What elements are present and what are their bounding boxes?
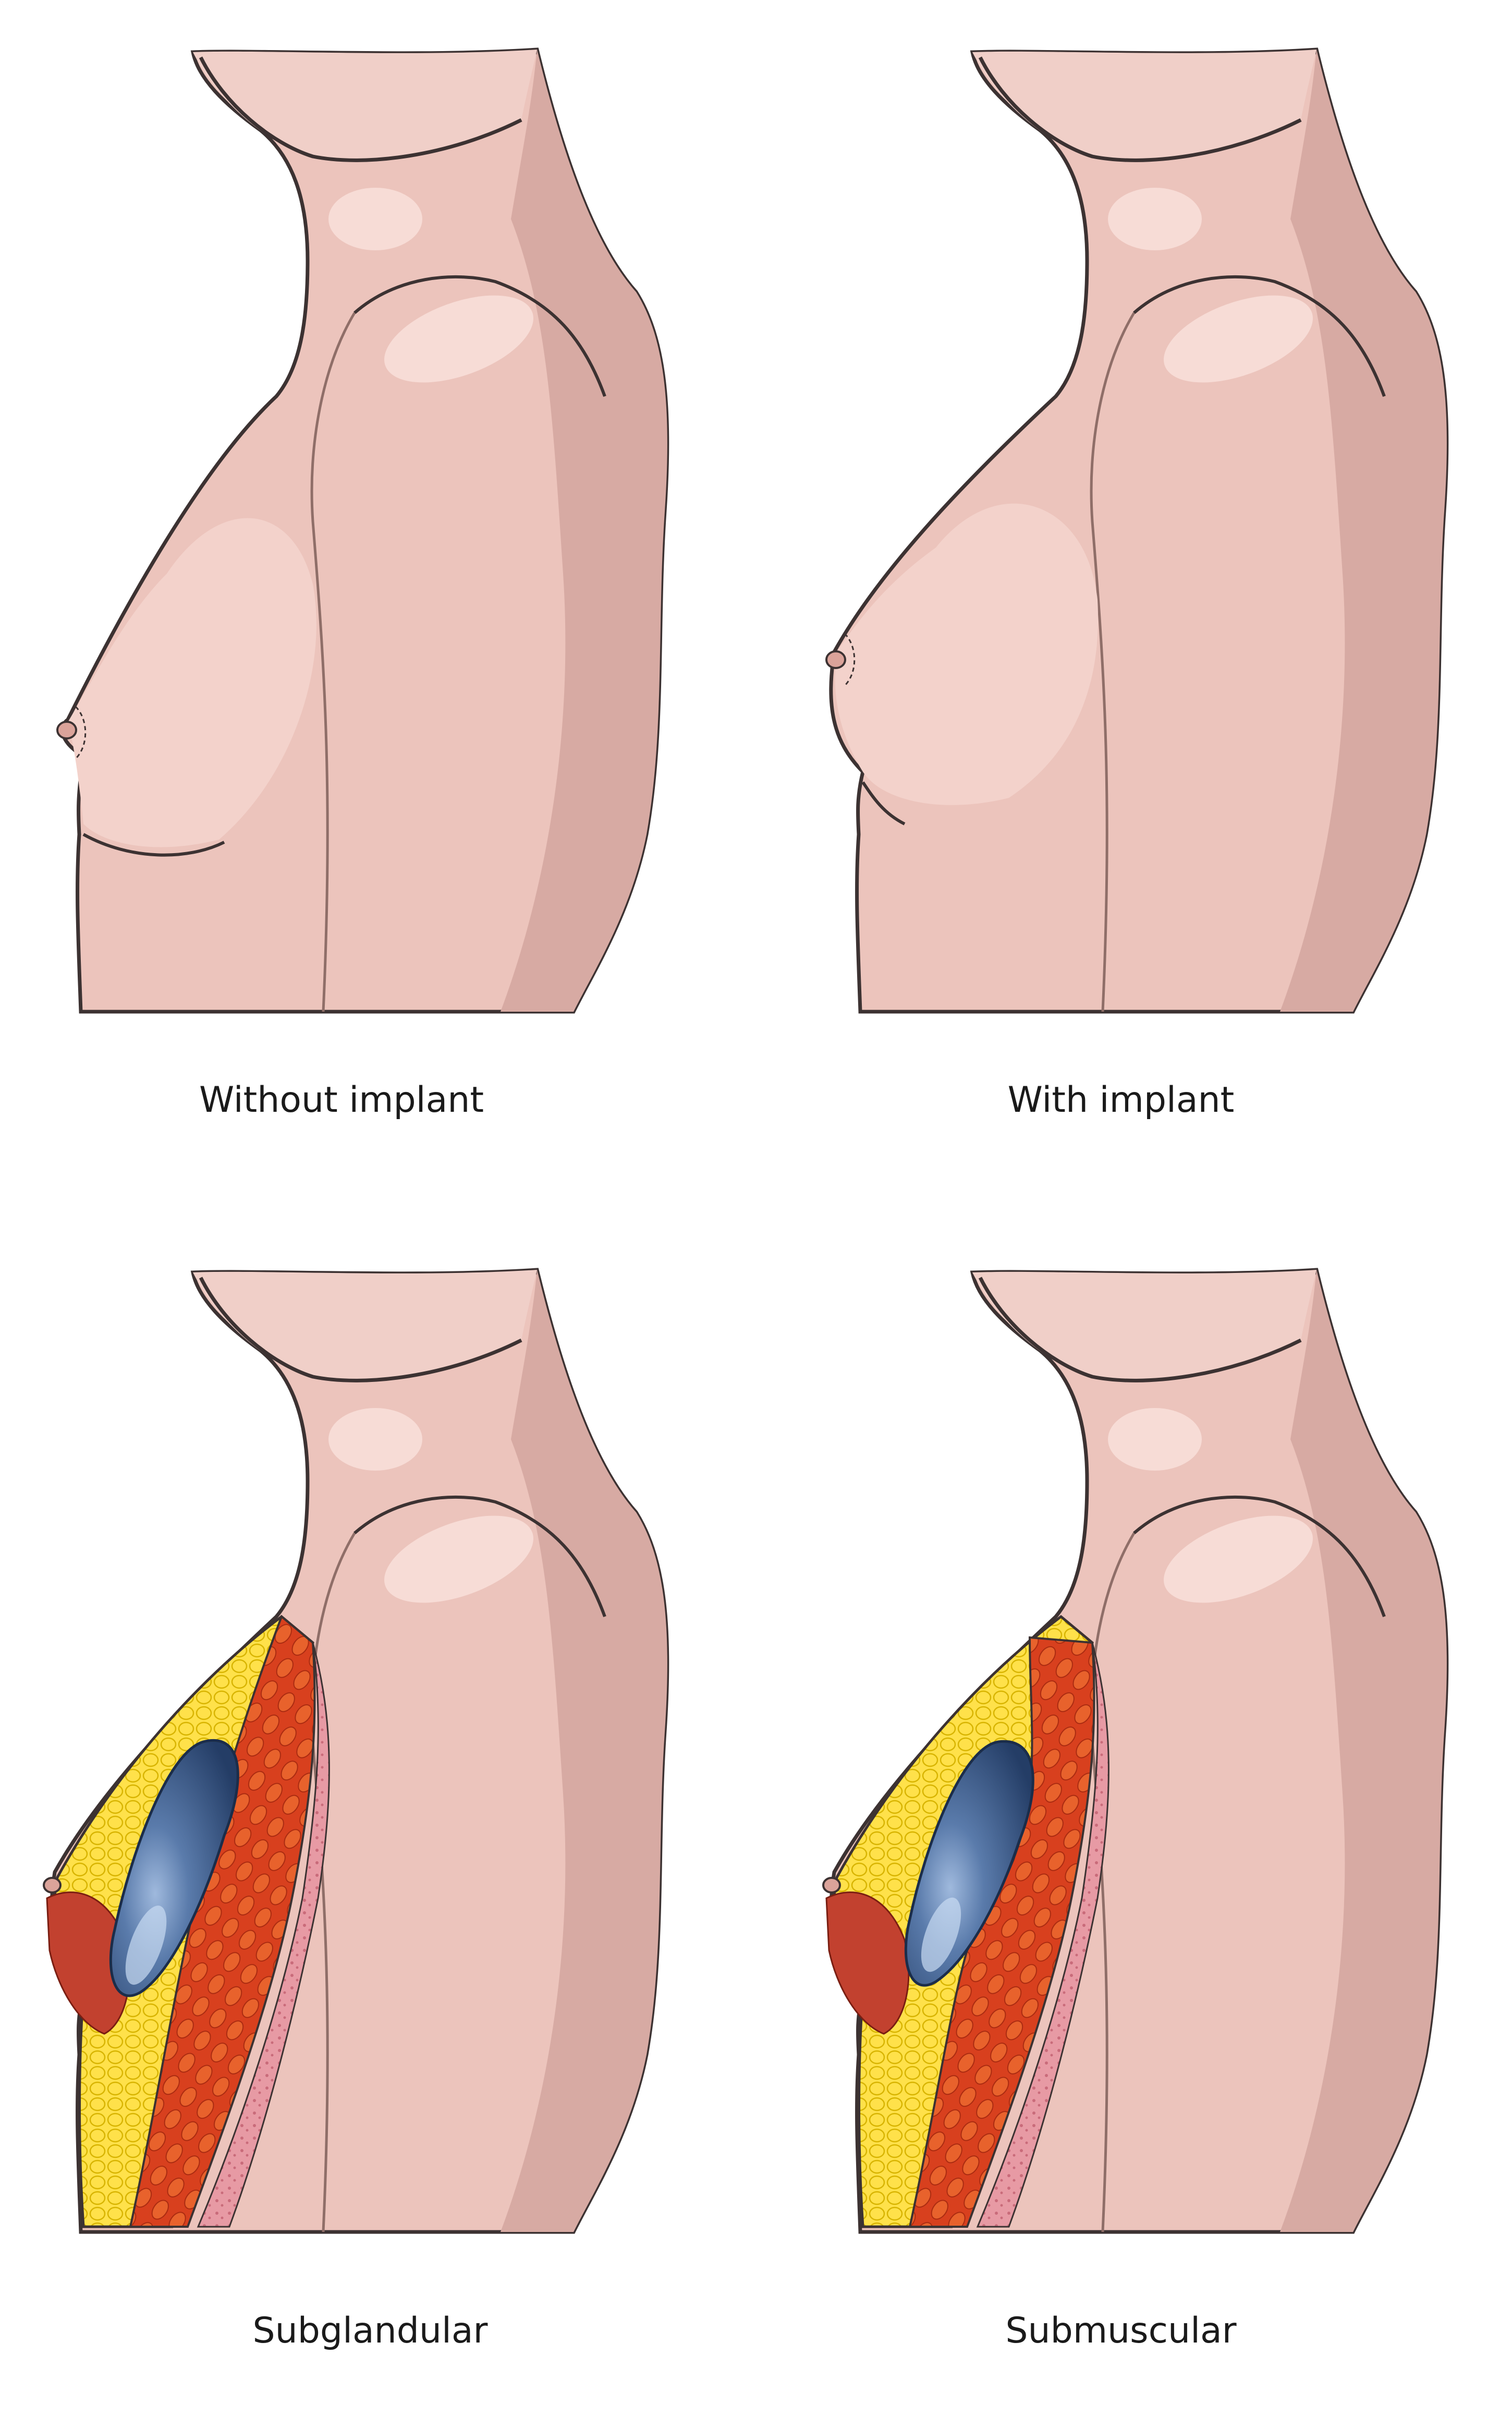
back-shadow — [1280, 50, 1447, 1012]
shoulder-highlight — [1164, 1515, 1313, 1603]
implant — [109, 1739, 239, 1997]
breast — [835, 503, 1099, 805]
chin-shadow — [972, 1270, 1316, 1381]
arm-line — [1090, 312, 1136, 1012]
arm-line — [310, 312, 356, 1012]
areola-outline — [75, 706, 87, 760]
figure-without-implant — [56, 47, 669, 1014]
gland — [46, 1891, 130, 2035]
shoulder-highlight — [1164, 295, 1313, 383]
shoulder-highlight — [384, 1515, 533, 1603]
areola-outline — [844, 633, 856, 687]
chin-shadow — [193, 1270, 537, 1381]
back-shadow — [501, 1270, 667, 2232]
chin-line — [199, 1277, 522, 1382]
figure-submuscular — [822, 1268, 1449, 2234]
implant-highlight — [125, 1906, 167, 1985]
pink-layer — [197, 1642, 330, 2228]
implant — [904, 1740, 1034, 1987]
caption-submuscular: Submuscular — [1005, 2310, 1237, 2351]
neck-highlight — [1108, 1408, 1202, 1471]
chin-shadow — [972, 50, 1316, 161]
nipple — [56, 721, 77, 739]
caption-subglandular: Subglandular — [252, 2310, 488, 2351]
figure-with-implant — [825, 47, 1449, 1014]
nipple — [822, 1877, 841, 1894]
back-shadow — [1280, 1270, 1447, 2232]
neck-highlight — [328, 1408, 422, 1471]
nipple — [825, 650, 846, 669]
chin-line — [978, 1277, 1302, 1382]
neck-highlight — [328, 188, 422, 250]
neck-highlight — [1108, 188, 1202, 250]
caption-with-implant: With implant — [1007, 1079, 1235, 1121]
breast-fold — [861, 781, 906, 826]
nipple — [43, 1877, 62, 1894]
breast — [68, 518, 316, 847]
chin-line — [199, 56, 522, 162]
shoulder-line — [353, 1495, 606, 1618]
gland — [825, 1891, 910, 2035]
chin-shadow — [193, 50, 537, 161]
shoulder-highlight — [384, 295, 533, 383]
figure-subglandular — [43, 1268, 669, 2234]
shoulder-line — [1133, 275, 1386, 397]
shoulder-line — [1133, 1495, 1386, 1618]
shoulder-line — [353, 275, 606, 397]
back-shadow — [501, 50, 667, 1012]
breast-fold — [82, 833, 225, 857]
implant-highlight — [921, 1897, 961, 1972]
pink-layer — [976, 1642, 1109, 2228]
chin-line — [978, 56, 1302, 162]
caption-without-implant: Without implant — [199, 1079, 484, 1121]
